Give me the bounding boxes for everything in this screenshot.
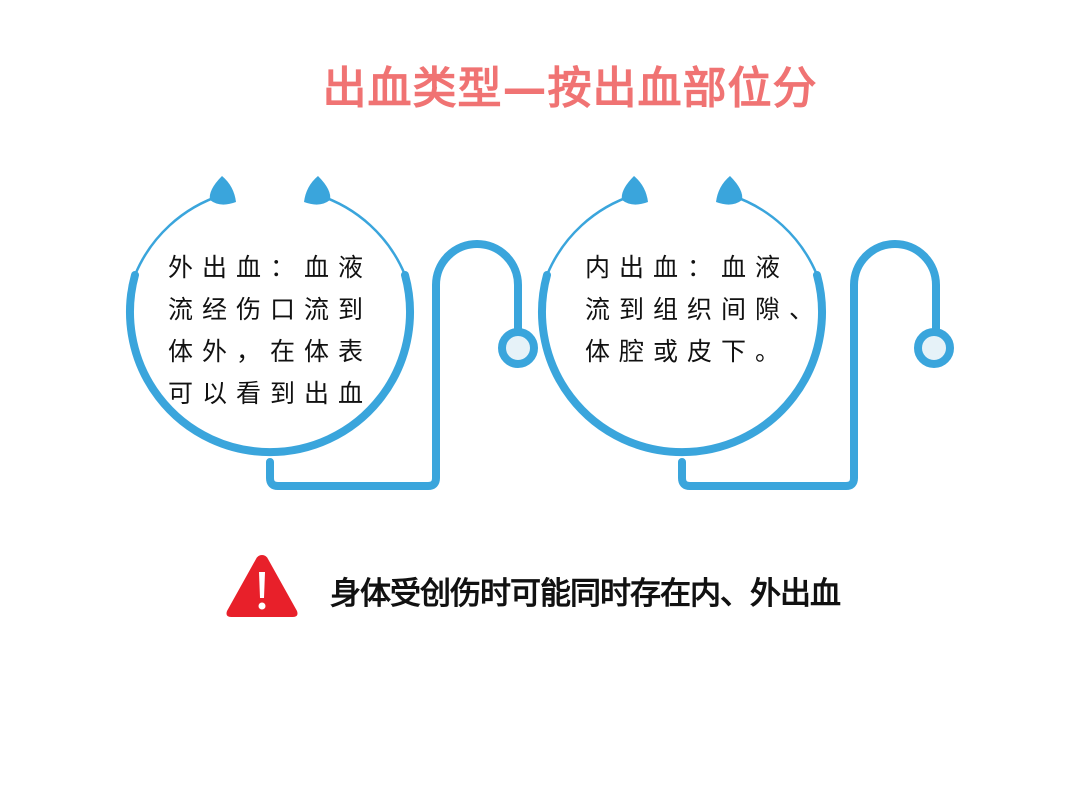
stethoscope-left — [126, 193, 538, 490]
text-line: 流到组织间隙、 — [585, 295, 824, 324]
warning-triangle-icon — [226, 555, 298, 617]
text-line: 内出血：血液 — [585, 253, 790, 282]
text-line: 体外，在体表 — [168, 337, 373, 366]
earpiece-icon — [716, 176, 743, 205]
earpiece-icon — [304, 176, 331, 205]
internal-bleeding-text: 内出血：血液 流到组织间隙、 体腔或皮下。 — [585, 247, 823, 373]
earpiece-icon — [621, 176, 648, 205]
text-line: 可以看到出血 — [168, 379, 373, 408]
page-title: 出血类型—按出血部位分 — [322, 63, 818, 114]
text-line: 外出血：血液 — [168, 253, 373, 282]
external-bleeding-text: 外出血：血液 流经伤口流到 体外，在体表 可以看到出血 — [168, 247, 372, 415]
stethoscope-right — [538, 193, 954, 490]
text-line: 体腔或皮下。 — [585, 337, 790, 366]
warning-text: 身体受创伤时可能同时存在内、外出血 — [330, 576, 841, 612]
earpiece-icon — [209, 176, 236, 205]
text-line: 流经伤口流到 — [168, 295, 373, 324]
